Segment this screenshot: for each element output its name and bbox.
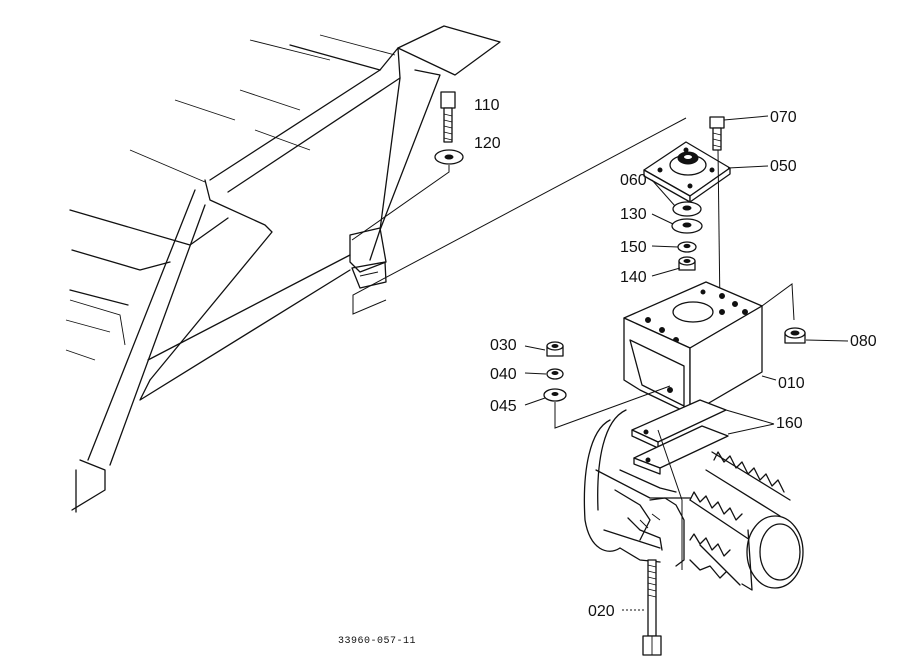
part-label-050: 050 [770, 158, 797, 175]
part-label-060: 060 [620, 172, 647, 189]
leader-160b [727, 423, 775, 435]
assembly-line-frame [352, 117, 687, 315]
part-120-washer [434, 149, 464, 165]
part-label-045: 045 [490, 398, 517, 415]
part-label-070: 070 [770, 109, 797, 126]
leader-150 [651, 245, 679, 248]
part-label-160: 160 [776, 415, 803, 432]
part-label-140: 140 [620, 269, 647, 286]
part-080-nut [784, 327, 806, 344]
leader-010 [761, 375, 777, 381]
assembly-line-045 [554, 385, 671, 429]
assembly-line-080 [761, 283, 795, 321]
part-030-nut [546, 341, 564, 357]
part-010-bracket [623, 281, 763, 415]
part-label-010: 010 [778, 375, 805, 392]
part-150-spring-washer [677, 241, 697, 253]
part-label-080: 080 [850, 333, 877, 350]
part-040-spring-washer [546, 368, 564, 380]
drawing-code: 33960-057-11 [338, 636, 416, 647]
leader-120 [351, 165, 450, 241]
leader-070 [723, 115, 769, 121]
part-070-bolt [709, 116, 725, 151]
part-020-bolt [642, 559, 662, 656]
gearbox-housing [583, 409, 804, 591]
part-label-110: 110 [474, 97, 500, 114]
assembly-line-020 [657, 429, 683, 570]
part-label-120: 120 [474, 135, 501, 152]
part-label-020: 020 [588, 603, 615, 620]
part-060-washer [672, 201, 702, 217]
part-labels: 110 120 070 050 060 130 150 140 080 010 030 040 045 1… [474, 97, 877, 620]
part-label-030: 030 [490, 337, 517, 354]
leader-060 [651, 179, 676, 207]
leader-045 [524, 397, 546, 406]
frame-structure [65, 25, 501, 513]
leader-050 [727, 165, 769, 169]
part-label-150: 150 [620, 239, 647, 256]
leader-160a [725, 409, 775, 425]
part-130-washer [671, 218, 703, 234]
part-110-bolt [440, 91, 456, 143]
leader-040 [524, 372, 547, 375]
assembly-line-070 [717, 149, 721, 311]
part-160-shim-plates [631, 399, 729, 475]
leader-130 [651, 213, 674, 225]
leader-030 [524, 345, 546, 351]
part-050-rubber-mount [643, 141, 731, 203]
part-label-040: 040 [490, 366, 517, 383]
part-045-washer [543, 388, 567, 402]
leader-140 [651, 267, 681, 277]
part-label-130: 130 [620, 206, 647, 223]
leader-080 [805, 339, 849, 342]
part-140-nut [678, 256, 696, 271]
